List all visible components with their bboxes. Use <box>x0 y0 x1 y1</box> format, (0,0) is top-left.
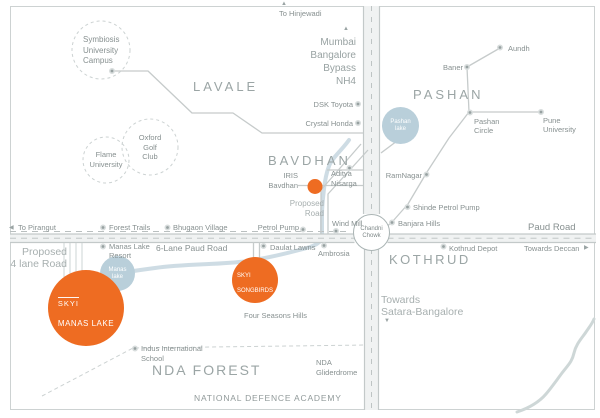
nda-gliderdrome-label: NDA Gliderdrome <box>316 358 358 377</box>
petrol-pump-label: Petrol Pump <box>257 223 299 232</box>
proposed-4lane-road-label: Proposed 4 lane Road <box>10 246 67 270</box>
wind-mill-label: Wind Mill <box>332 218 363 228</box>
iris-bavdhan-dot <box>307 179 323 194</box>
bhugaon-village-label: Bhugaon Village <box>173 222 228 232</box>
dsk-toyota-label: DSK Toyota <box>313 100 353 109</box>
poi-dots <box>100 44 544 352</box>
area-pashan: PASHAN <box>413 87 484 102</box>
project-name: SONGBIRDS <box>236 287 273 294</box>
to-pirangut-label: To Pirangut <box>18 222 56 232</box>
baner-label: Baner <box>442 63 463 72</box>
forest-trails-label: Forest Trails <box>109 222 151 232</box>
skyi-brand: SKYI <box>236 272 251 279</box>
area-lavale: LAVALE <box>193 79 259 94</box>
down-arrow-icon: ▼ <box>384 318 390 324</box>
flame-university-label: Flame University <box>89 150 123 169</box>
oxford-golf-club-label: Oxford Golf Club <box>138 133 162 161</box>
symbiosis-label: Symbiosis University Campus <box>83 35 120 65</box>
proposed-road-label: Proposed Road <box>289 199 324 218</box>
mumbai-bypass-label: Mumbai Bangalore Bypass NH4 <box>310 37 356 87</box>
six-lane-paud-road-label: 6-Lane Paud Road <box>156 242 228 253</box>
skyi-manas-lake-marker: SKYI MANAS LAKE <box>48 270 124 346</box>
up-arrow-icon: ▲ <box>281 1 287 7</box>
up-arrow-icon: ▲ <box>343 26 349 32</box>
banjara-hills-label: Banjara Hills <box>398 219 441 228</box>
daulat-lawns-label: Daulat Lawns <box>270 242 316 252</box>
pune-university-label: Pune University <box>543 115 576 135</box>
iris-bavdhan-label: IRIS Bavdhan <box>268 171 298 190</box>
campus-circles <box>71 20 179 184</box>
crystal-honda-label: Crystal Honda <box>305 119 353 128</box>
map-border <box>10 6 595 410</box>
aundh-label: Aundh <box>508 44 530 53</box>
indus-school-label: Indus International School <box>141 344 203 363</box>
skyi-songbirds-marker: SKYI SONGBIRDS <box>232 257 278 303</box>
area-nda-academy: NATIONAL DEFENCE ACADEMY <box>194 393 342 403</box>
kothrud-depot-label: Kothrud Depot <box>449 243 498 253</box>
shinde-petrol-pump-label: Shinde Petrol Pump <box>413 203 480 212</box>
ambrosia-label: Ambrosia <box>318 249 350 258</box>
towards-deccan-label: Towards Deccan <box>524 243 580 253</box>
to-hinjewadi-label: To Hinjewadi <box>279 9 322 18</box>
paud-road-label: Paud Road <box>528 222 576 233</box>
pashan-lake: Pashan lake <box>382 107 419 144</box>
proposed-4lane-road-lines <box>63 243 83 284</box>
left-arrow-icon: ◀ <box>9 224 14 231</box>
pashan-circle-label: Pashan Circle <box>474 116 500 136</box>
towards-satara-label: Towards Satara-Bangalore <box>381 294 464 318</box>
area-nda-forest: NDA FOREST <box>152 362 262 378</box>
highways <box>10 6 596 410</box>
project-name: MANAS LAKE <box>57 319 115 328</box>
right-arrow-icon: ▶ <box>584 245 589 251</box>
area-bavdhan: BAVDHAN <box>268 153 351 168</box>
skyi-brand: SKYI <box>57 297 80 308</box>
four-seasons-hills-label: Four Seasons Hills <box>244 310 307 320</box>
area-kothrud: KOTHRUD <box>389 252 471 267</box>
ramnagar-label: RamNagar <box>385 171 422 180</box>
chandni-chowk-junction: Chandni Chowk <box>353 214 390 251</box>
aditya-nisarga-label: Aditya Nisarga <box>331 169 357 188</box>
manas-lake-resort-label: Manas Lake Resort <box>109 242 150 260</box>
